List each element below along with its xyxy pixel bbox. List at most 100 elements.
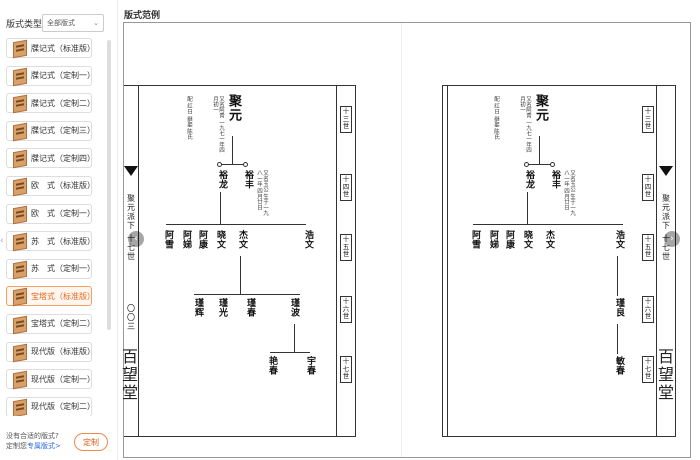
- footer-prefix: 定制您: [6, 442, 27, 450]
- layout-item[interactable]: 苏 式（标准版）: [6, 231, 95, 252]
- gen15-name: 阿娣: [488, 230, 498, 249]
- filter-select-value: 全部版式: [47, 19, 75, 27]
- layout-item-label: 欧 式（标准版）: [31, 181, 95, 191]
- gen15-name: 阿雪: [163, 230, 173, 249]
- layout-item[interactable]: 牒记式（定制一）: [6, 65, 95, 86]
- gen-label-14: 十四世: [642, 174, 654, 201]
- prev-page-button[interactable]: ‹: [128, 231, 144, 247]
- layout-item-label: 宝塔式（标准版）: [31, 291, 95, 301]
- gen14-a-name: 裕龙: [217, 170, 227, 189]
- sidebar: 版式类型 全部版式 ⌄ 牒记式（标准版）牒记式（定制一）牒记式（定制二）牒记式（…: [0, 0, 118, 460]
- page-fold: [401, 23, 402, 457]
- book-icon: [13, 315, 27, 335]
- spine-gen-text: 十七世: [662, 234, 670, 261]
- cover-title: 百望堂: [122, 347, 139, 402]
- layout-item-label: 苏 式（标准版）: [31, 236, 95, 246]
- root-note: 又名阿青 一九七一年四月初一: [212, 96, 224, 153]
- gen-label-16: 十六世: [340, 296, 352, 323]
- layout-item-label: 牒记式（定制二）: [31, 98, 95, 108]
- gen17-name: 敏春: [614, 356, 624, 375]
- gen15-name: 杰文: [237, 230, 247, 249]
- right-page-spine: 聚元派下 十七世 百望堂: [657, 86, 675, 436]
- layout-item[interactable]: 现代版（标准版）: [6, 341, 95, 362]
- book-icon: [13, 67, 27, 86]
- gen-label-14: 十四世: [340, 174, 352, 201]
- gen15-name: 阿康: [504, 230, 514, 249]
- book-icon: [13, 287, 27, 307]
- layout-item[interactable]: 牒记式（定制二）: [6, 93, 95, 114]
- filter-label: 版式类型: [6, 19, 43, 30]
- layout-type-select[interactable]: 全部版式 ⌄: [42, 14, 104, 32]
- gen-label-15: 十五世: [340, 234, 352, 261]
- gen15-name: 阿娣: [181, 230, 191, 249]
- layout-item-label: 现代版（定制二）: [31, 402, 95, 412]
- root-name: 聚元: [226, 94, 241, 122]
- layout-item[interactable]: 欧 式（标准版）: [6, 175, 95, 197]
- gen15-name: 阿雪: [470, 230, 480, 249]
- book-icon: [13, 260, 27, 279]
- tree-node: [524, 162, 529, 167]
- book-icon: [13, 343, 27, 362]
- book-icon: [13, 398, 27, 416]
- list-scrollbar[interactable]: [107, 40, 111, 330]
- tree-line: [220, 192, 221, 224]
- book-icon: [13, 232, 27, 252]
- root-spouse: 配 红日 继娶 陈氏: [493, 96, 499, 140]
- collapse-chevron-icon[interactable]: ‹: [0, 236, 4, 246]
- gen14-b-name: 裕丰: [243, 170, 253, 189]
- spine-clan-text: 聚元派下: [127, 194, 135, 230]
- gen-label-17: 十七世: [642, 356, 654, 383]
- layout-item[interactable]: 宝塔式（标准版）: [6, 286, 95, 307]
- next-page-button[interactable]: ›: [664, 231, 680, 247]
- book-icon: [13, 122, 27, 142]
- layout-item[interactable]: 现代版（定制二）: [6, 396, 95, 416]
- tree-node: [550, 162, 555, 167]
- generation-column: 十三世 十四世 十五世 十六世 十七世: [639, 86, 657, 436]
- gen17-name: 艳春: [267, 356, 277, 375]
- tree-line: [617, 324, 618, 354]
- right-page: 聚元派下 十七世 百望堂 十三世 十四世 十五世 十六世 十七世 聚元 又名阿青…: [442, 85, 676, 437]
- chevron-down-icon: ⌄: [93, 19, 99, 27]
- page-title: 版式范例: [124, 11, 161, 21]
- layout-item-label: 现代版（标准版）: [31, 347, 95, 357]
- gen16-name: 瑾春: [245, 298, 255, 317]
- footer-question: 没有合适的版式?: [6, 432, 59, 440]
- layout-item[interactable]: 宝塔式（定制二）: [6, 313, 95, 335]
- custom-layout-link[interactable]: 专属版式>: [27, 442, 61, 450]
- right-page-frame: [447, 86, 657, 436]
- gen15-name: 晓文: [215, 230, 225, 249]
- spine-page-no: 〇〇三: [127, 304, 135, 331]
- layout-item[interactable]: 牒记式（定制三）: [6, 120, 95, 142]
- gen15-name: 浩文: [614, 230, 624, 249]
- gen-label-17: 十七世: [340, 356, 352, 383]
- left-page: 聚元派下 十七世 〇〇三 百望堂 十三世 十四世 十五世 十六世 十七世 聚元 …: [122, 85, 356, 437]
- layout-item[interactable]: 欧 式（定制一）: [6, 203, 95, 224]
- layout-item[interactable]: 现代版（定制一）: [6, 369, 95, 390]
- spine-triangle-top: [124, 166, 138, 176]
- gen-label-15: 十五世: [642, 234, 654, 261]
- tree-line: [270, 352, 310, 353]
- tree-line: [294, 324, 295, 352]
- book-icon: [13, 149, 27, 169]
- spine-triangle-top: [659, 166, 673, 176]
- gen15-name: 杰文: [544, 230, 554, 249]
- tree-line: [194, 294, 300, 295]
- gen14-b-name: 裕丰: [550, 170, 560, 189]
- cover-title: 百望堂: [658, 347, 675, 402]
- tree-line: [527, 192, 528, 224]
- root-note: 又名阿青 一九七一年四月初一: [519, 96, 531, 153]
- preview-canvas: 聚元派下 十七世 〇〇三 百望堂 十三世 十四世 十五世 十六世 十七世 聚元 …: [122, 22, 691, 458]
- gen17-name: 宇春: [305, 356, 315, 375]
- tree-line: [220, 164, 246, 165]
- layout-item[interactable]: 牒记式（定制四）: [6, 148, 95, 169]
- left-page-spine: 聚元派下 十七世 〇〇三 百望堂: [122, 86, 139, 436]
- layout-item[interactable]: 牒记式（标准版）: [6, 38, 95, 59]
- generation-column: 十三世 十四世 十五世 十六世 十七世: [337, 86, 355, 436]
- book-icon: [13, 39, 27, 59]
- custom-button[interactable]: 定制: [74, 433, 108, 451]
- footer-promo: 没有合适的版式? 定制您专属版式>: [6, 431, 76, 451]
- book-icon: [13, 205, 27, 224]
- filter-row: 版式类型 全部版式 ⌄: [6, 14, 104, 32]
- layout-item[interactable]: 苏 式（定制一）: [6, 258, 95, 279]
- layout-list: 牒记式（标准版） 牒记式（定制一） 牒记式（定制二） 牒记式（定制三） 牒记式（定制四）…: [6, 38, 102, 416]
